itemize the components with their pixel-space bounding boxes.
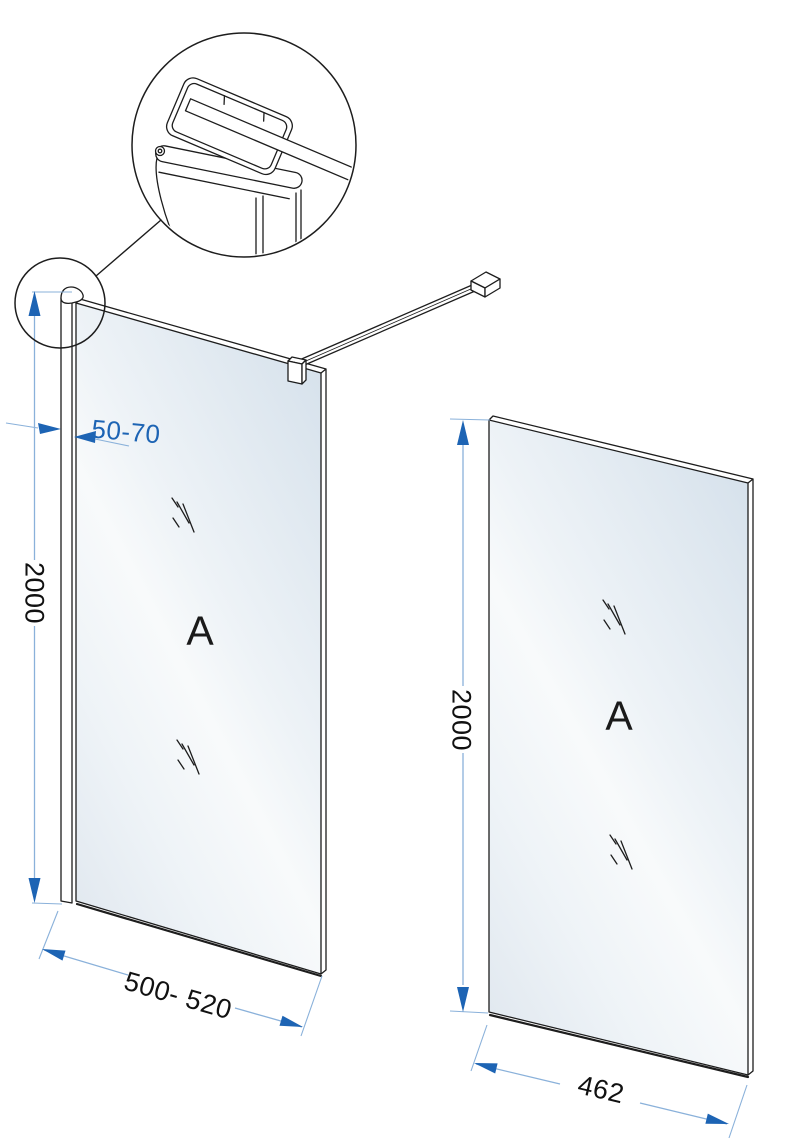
- glass-clamp-bracket: [287, 356, 307, 385]
- dimension-left-width: [38, 910, 323, 1037]
- left-glass-panel: [75, 298, 327, 978]
- dimension-profile-width: [5, 422, 130, 447]
- support-bar: [296, 281, 483, 368]
- dim-label-right-height: 2000: [446, 688, 477, 752]
- callout-source-circle: [14, 257, 106, 349]
- detail-channel-frame: [165, 77, 354, 188]
- support-bar-wall-mount: [470, 271, 501, 298]
- dimension-right-height: [449, 418, 491, 1014]
- callout-leader-line: [95, 219, 162, 277]
- detail-glass-slab: [184, 98, 354, 188]
- dimension-right-width: [470, 1024, 748, 1139]
- detail-view: [131, 32, 357, 258]
- right-glass-panel: [488, 415, 754, 1079]
- detail-profile-body: [154, 145, 303, 255]
- wall-profile: [60, 286, 84, 904]
- dim-label-profile-range: 50-70: [90, 413, 162, 450]
- dimension-left-height: [28, 291, 72, 905]
- panel-label-right: A: [605, 692, 633, 739]
- panel-label-left: A: [186, 607, 214, 654]
- dim-label-left-height: 2000: [19, 561, 50, 625]
